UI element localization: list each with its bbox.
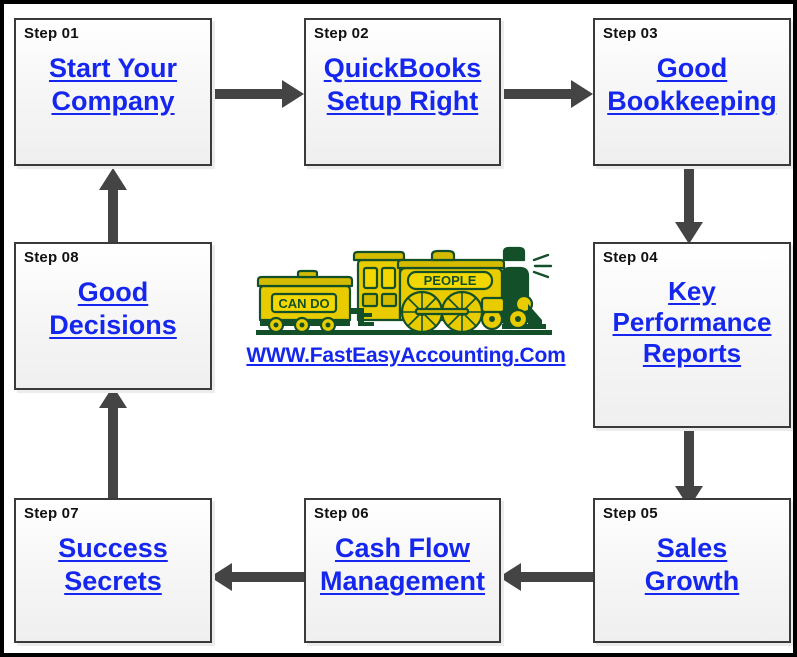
step-label: Step 03 (603, 25, 658, 42)
arrow-shaft (108, 188, 118, 246)
arrow-shaft (501, 89, 573, 99)
boiler-text: PEOPLE (424, 273, 477, 288)
step-label: Step 08 (24, 249, 79, 266)
tender-text: CAN DO (278, 296, 329, 311)
arrowhead-up-icon (99, 168, 127, 190)
step-title-line[interactable]: Secrets (64, 565, 162, 596)
step-title-line[interactable]: Key (668, 276, 716, 306)
step-box-step-05[interactable]: Step 05 Sales Growth (593, 498, 791, 643)
arrow-step03-to-step04 (675, 164, 703, 244)
arrowhead-right-icon (571, 80, 593, 108)
step-title-line[interactable]: Decisions (49, 309, 177, 340)
step-title-line[interactable]: Company (51, 85, 175, 116)
arrow-shaft (684, 426, 694, 488)
step-title: Cash Flow Management (306, 528, 499, 641)
arrow-step02-to-step03 (501, 80, 595, 108)
step-label: Step 02 (314, 25, 369, 42)
step-box-step-08[interactable]: Step 08 Good Decisions (14, 242, 212, 390)
step-box-step-02[interactable]: Step 02 QuickBooks Setup Right (304, 18, 501, 166)
step-label: Step 05 (603, 505, 658, 522)
step-title-line[interactable]: Good (656, 53, 728, 83)
step-label: Step 01 (24, 25, 79, 42)
steam-locomotive-icon: CAN DO (256, 246, 553, 335)
step-box-step-04[interactable]: Step 04 Key Performance Reports (593, 242, 791, 428)
step-title-line[interactable]: Sales (656, 533, 728, 563)
arrowhead-left-icon (499, 563, 521, 591)
step-title-line[interactable]: Management (319, 565, 486, 596)
arrow-step07-to-step08 (99, 386, 127, 502)
arrow-step01-to-step02 (212, 80, 306, 108)
step-title-line[interactable]: Growth (644, 565, 740, 596)
step-title-line[interactable]: Good (77, 277, 149, 307)
arrowhead-down-icon (675, 222, 703, 244)
company-logo: CAN DO (236, 246, 576, 371)
step-title: QuickBooks Setup Right (306, 48, 499, 164)
step-title: Sales Growth (595, 528, 789, 641)
arrow-shaft (232, 572, 306, 582)
step-title-line[interactable]: QuickBooks (323, 53, 482, 83)
step-title-line[interactable]: Reports (642, 338, 742, 369)
step-title: Success Secrets (16, 528, 210, 641)
step-title: Good Bookkeeping (595, 48, 789, 164)
arrow-shaft (684, 164, 694, 224)
step-title: Key Performance Reports (595, 272, 789, 426)
step-title-line[interactable]: Performance (612, 307, 772, 338)
arrowhead-right-icon (282, 80, 304, 108)
step-title-line[interactable]: Bookkeeping (607, 85, 777, 116)
step-title-line[interactable]: Setup Right (326, 85, 479, 116)
arrow-step05-to-step06 (499, 563, 595, 591)
arrow-shaft (521, 572, 595, 582)
arrow-shaft (212, 89, 284, 99)
website-url[interactable]: WWW.FastEasyAccounting.Com (246, 344, 566, 367)
arrow-step08-to-step01 (99, 168, 127, 246)
arrow-shaft (108, 406, 118, 502)
arrowhead-left-icon (210, 563, 232, 591)
step-box-step-07[interactable]: Step 07 Success Secrets (14, 498, 212, 643)
step-label: Step 07 (24, 505, 79, 522)
step-title: Good Decisions (16, 272, 210, 388)
step-title-line[interactable]: Success (58, 533, 168, 563)
step-box-step-03[interactable]: Step 03 Good Bookkeeping (593, 18, 791, 166)
arrow-step06-to-step07 (210, 563, 306, 591)
step-box-step-06[interactable]: Step 06 Cash Flow Management (304, 498, 501, 643)
step-label: Step 06 (314, 505, 369, 522)
step-title-line[interactable]: Start Your (48, 53, 178, 83)
step-title-line[interactable]: Cash Flow (334, 533, 470, 563)
step-label: Step 04 (603, 249, 658, 266)
arrowhead-up-icon (99, 386, 127, 408)
step-title: Start Your Company (16, 48, 210, 164)
step-box-step-01[interactable]: Step 01 Start Your Company (14, 18, 212, 166)
